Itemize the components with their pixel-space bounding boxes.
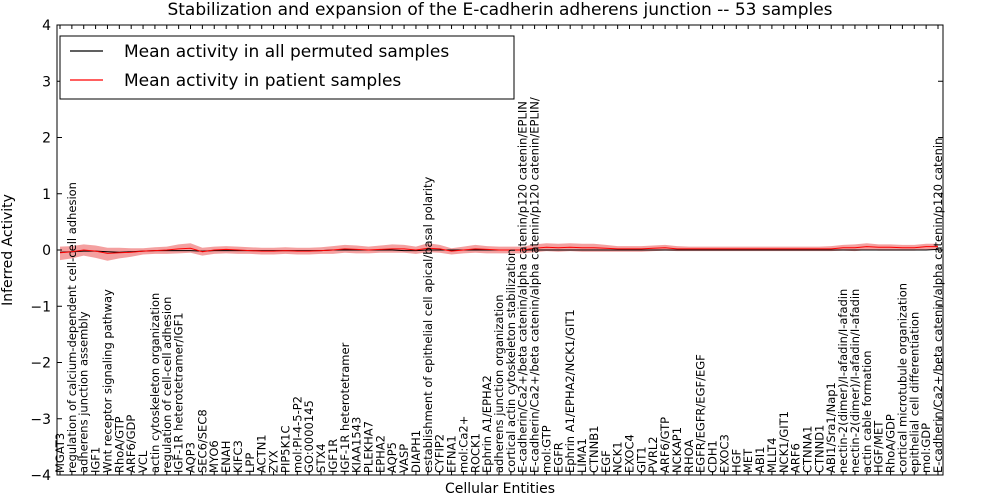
x-tick-label: mol:GDP [919,423,933,473]
x-tick-label: actin cytoskeleton organization [148,293,162,473]
x-tick-label: Ephrin A1/EPHA2/NCK1/GIT1 [563,309,577,473]
activity-range-band-layer [60,243,938,261]
x-tick-label: establishment of epithelial cell apical/… [421,177,435,473]
x-tick-label: EFNA1 [445,435,459,473]
x-tick-label: PIP5K1C [278,425,292,472]
x-tick-label: LPP [243,453,257,473]
x-tick-label: PLEKHA7 [362,421,376,473]
x-tick-label: mol:PI-4-5-P2 [290,396,304,473]
plot-frame [56,24,944,476]
x-tick-label: ARF6 [789,443,803,473]
x-tick-label: NCK1/GIT1 [777,411,791,473]
activity-range-band [60,243,938,261]
legend: Mean activity in all permuted samples Me… [59,35,515,100]
x-tick-label: actin cable formation [860,350,874,473]
y-tick-label: 1 [42,187,51,203]
x-tick-label: ABI1 [753,447,767,473]
x-tick-label: E-cadherin/Ca2+/beta catenin/alpha caten… [516,101,530,473]
x-tick-label: IGF-1R heterotetramer [338,342,352,473]
x-axis-label: Cellular Entities [445,481,555,497]
x-tick-label: RHOA [682,439,696,472]
x-tick-label: SEC6/SEC8 [195,409,209,473]
x-tick-label: mol:GTP [540,425,554,473]
x-tick-label: GIT1 [634,446,648,473]
x-tick-label: HGF [729,449,743,473]
x-tick-label: Wnt receptor signaling pathway [101,289,115,473]
y-tick-label: 2 [42,131,51,147]
x-tick-label: EGF [599,450,613,473]
series-line-patient [59,246,938,254]
x-tick-label: AQP5 [385,442,399,473]
x-tick-label: E-cadherin/Ca2+/beta catenin/alpha caten… [931,138,945,473]
x-tick-label: NCK1 [611,441,625,473]
x-tick-label: STX4 [314,443,328,473]
x-tick-label: VASP [397,444,411,473]
x-tick-label: ENAH [219,441,233,473]
x-tick-label: HGF/MET [872,420,886,473]
x-tick-label: DIAPH1 [409,430,423,473]
x-tick-label: MLLT4 [765,438,779,474]
x-tick-label: IGF-1R heterotetramer/IGF1 [172,312,186,472]
x-tick-label: ABI1/Sra1/Nap1 [824,382,838,473]
x-tick-label: MYO6 [207,440,221,473]
x-tick-label: RhoA/GDP [884,414,898,473]
x-tick-label: CTNNB1 [587,426,601,473]
y-tick-label: −2 [30,356,51,372]
x-tick-label: adherens junction organization [492,295,506,473]
x-tick-label: EPHA2 [373,435,387,473]
x-tick-label: regulation of calcium-dependent cell-cel… [65,182,79,473]
x-tick-label: RhoA/GTP [112,416,126,473]
x-tick-label: ACTN1 [255,434,269,473]
y-tick-label: 0 [42,243,51,259]
y-tick-label: −4 [30,468,51,484]
legend-box [59,35,515,100]
y-tick-label: 4 [42,18,51,34]
x-tick-label: VCL [136,450,150,473]
legend-label-permuted: Mean activity in all permuted samples [124,42,449,62]
x-tick-label: nectin-2(dimer)/I-afadin/I-afadin [848,289,862,473]
x-tick-label: KIFC3 [231,440,245,473]
x-tick-label: Ephrin A1/EPHA2 [480,375,494,473]
x-tick-label: cortical actin cytoskeleton stabilizatio… [504,249,518,473]
x-tick-label: EGFR/EGFR/EGF/EGF [694,354,708,473]
x-tick-label: regulation of cell-cell adhesion [160,297,174,473]
x-tick-label: cortical microtubule organization [895,283,909,473]
x-tick-label: LIMA1 [575,438,589,473]
series-layer [59,246,939,254]
x-tick-label: mol:Ca2+ [456,416,470,473]
y-tick-label: 3 [42,74,51,90]
x-tick-label: CTNND1 [812,425,826,473]
x-tick-label: ZYX [267,450,281,473]
x-tick-label: ARF6/GDP [124,415,138,473]
y-tick-label: −3 [30,412,51,428]
x-tick-label: NCKAP1 [670,427,684,473]
x-tick-label: ARF6/GTP [658,417,672,473]
y-ticks: −4 −3 −2 −1 0 1 2 3 4 [30,18,943,484]
x-tick-label: CYFIP2 [433,434,447,473]
x-tick-label: EXOC4 [623,434,637,473]
x-tick-label: E-cadherin/Ca2+/beta catenin/alpha caten… [528,97,542,473]
x-tick-label: KIAA1543 [350,417,364,473]
y-axis-label: Inferred Activity [0,194,16,306]
y-tick-label: −1 [30,299,51,315]
x-tick-label: IGF1 [89,447,103,473]
x-tick-label: adherens junction assembly [77,311,91,473]
x-tick-label: AQP3 [184,442,198,473]
x-tick-label: nectin-2(dimer)/I-afadin/I-afadin [836,289,850,473]
x-tick-label: EGFR [551,442,565,473]
x-tick-label: GO:0000145 [302,400,316,473]
x-tick-label: EXOC3 [717,434,731,473]
chart-title: Stabilization and expansion of the E-cad… [167,0,832,20]
x-tick-label: ROCK1 [468,433,482,473]
x-tick-label: CTNNA1 [801,426,815,473]
legend-label-patient: Mean activity in patient samples [124,71,401,91]
x-tick-label: IGF1R [326,439,340,473]
x-tick-label: epithelial cell differentiation [907,312,921,473]
x-tick-label: CDH1 [706,440,720,473]
x-tick-label: MET [741,448,755,473]
x-tick-label: PVRL2 [646,436,660,473]
